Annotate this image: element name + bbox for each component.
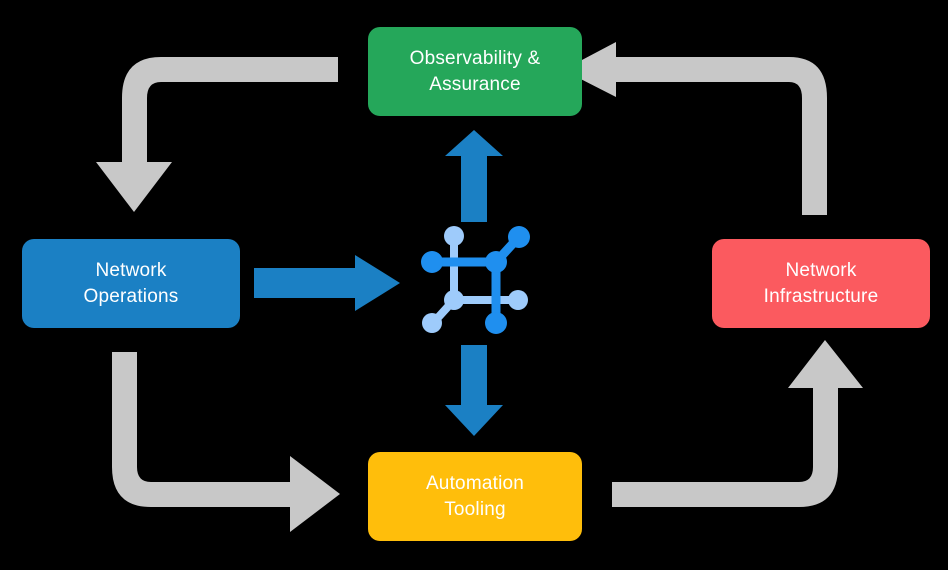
node-observability-assurance[interactable]: Observability & Assurance: [368, 27, 582, 116]
node-automation-tooling-label: Automation Tooling: [425, 473, 525, 520]
node-network-infrastructure-label: Network Infrastructure: [763, 260, 879, 307]
node-network-infrastructure[interactable]: Network Infrastructure: [712, 239, 930, 328]
node-automation-tooling[interactable]: Automation Tooling: [368, 452, 582, 541]
icon-nodes-dark: [421, 226, 530, 334]
icon-node-bottom-dark: [485, 312, 507, 334]
arrow-automation-to-infrastructure: [612, 340, 863, 507]
icon-node-center-dark: [485, 251, 507, 273]
node-observability-label: Observability & Assurance: [409, 48, 541, 95]
arrowhead-left-top-right: [563, 42, 616, 97]
icon-node-top-light: [444, 226, 464, 246]
icon-node-left-dark: [421, 251, 443, 273]
icon-node-top-right-dark: [508, 226, 530, 248]
arrow-operations-to-center: [254, 255, 400, 311]
icon-nodes-light: [422, 226, 528, 333]
icon-node-center-left-light: [444, 290, 464, 310]
icon-node-right-light: [508, 290, 528, 310]
arrow-observability-to-operations: [96, 57, 338, 212]
node-network-operations-label: Network Operations: [83, 260, 179, 307]
arrow-operations-to-automation: [112, 352, 340, 532]
network-topology-icon: [421, 226, 530, 334]
arrow-center-to-automation: [445, 345, 503, 436]
arrow-center-to-observability: [445, 130, 503, 222]
arrow-infrastructure-to-observability: [612, 57, 827, 215]
icon-node-bottom-left-light: [422, 313, 442, 333]
node-network-operations[interactable]: Network Operations: [22, 239, 240, 328]
